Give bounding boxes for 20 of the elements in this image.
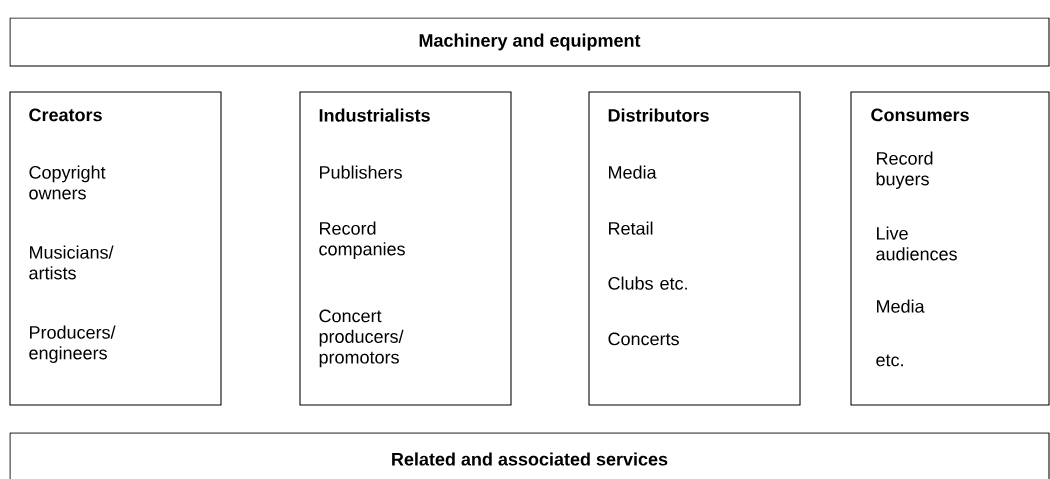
list-item: Concerts [608,332,679,346]
column-heading: Consumers [871,108,969,122]
list-item: Live audiences [876,226,957,261]
sector-band: Machinery and equipment [9,17,1050,67]
list-item: Record buyers [876,151,933,189]
list-item: Retail [609,221,653,235]
list-item: etc. [876,354,903,367]
column-heading: Industrialists [319,108,430,122]
list-item: Media [877,299,925,313]
list-item: Producers/ engineers [29,325,116,363]
sector-band: Related and associated services [9,432,1050,479]
list-item: Record companies [319,221,405,259]
list-item: Clubs etc. [608,276,687,290]
column-heading: Creators [29,108,102,122]
list-item: Publishers [320,165,402,179]
column-heading: Distributors [608,108,709,122]
list-item: Musicians/ artists [29,245,114,280]
list-item: Media [609,165,657,179]
list-item: Copyright owners [29,165,106,200]
list-item: Concert producers/ promotors [319,309,404,368]
